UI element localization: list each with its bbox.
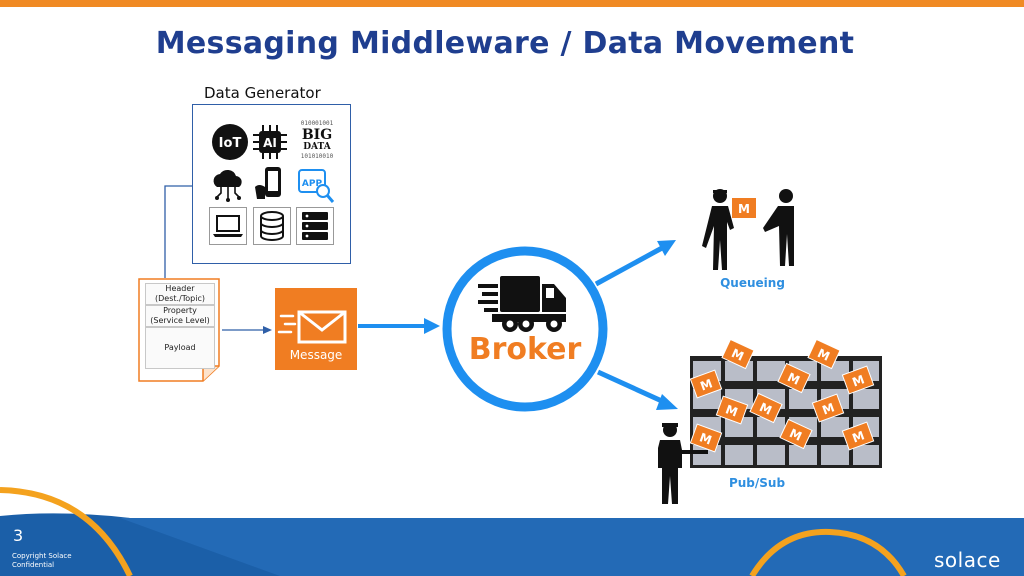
iot-icon: IoT: [212, 124, 248, 160]
pubsub-envelope: [779, 418, 813, 450]
property-field: Property (Service Level): [145, 305, 215, 327]
header-field: Header (Dest./Topic): [145, 283, 215, 305]
footer-wave: [0, 487, 1024, 576]
message-document: Header (Dest./Topic) Property (Service L…: [138, 278, 220, 382]
pubsub-envelope: [841, 421, 875, 451]
broker-to-pubsub-arrowhead: [656, 394, 678, 410]
pubsub-envelope: [841, 365, 875, 395]
top-accent-bar: [0, 0, 1024, 7]
solace-logo: solace: [934, 548, 1001, 572]
queueing-people-icon: M: [702, 189, 794, 270]
broker-to-queueing-arrowhead: [657, 240, 676, 256]
message-label: Message: [289, 348, 343, 362]
queue-envelope-letter: M: [738, 202, 750, 216]
copyright-line-1: Copyright Solace: [12, 552, 72, 560]
pubsub-envelope: [715, 395, 749, 425]
slide-number: 3: [13, 526, 24, 545]
pubsub-envelope: [721, 338, 755, 370]
mobile-hand-icon: [255, 167, 281, 199]
binary-bottom-text: 101010010: [301, 153, 334, 160]
payload-field: Payload: [145, 327, 215, 369]
big-data-icon: 010001001 BIG DATA 101010010: [301, 120, 334, 160]
copyright-line-2: Confidential: [12, 561, 55, 569]
app-search-icon: APP: [298, 169, 335, 203]
pubsub-envelope: [811, 393, 845, 423]
doc-to-message-arrowhead: [263, 326, 272, 334]
copyright-text: Copyright Solace Confidential: [12, 552, 132, 570]
message-tile: Message: [275, 288, 357, 370]
iot-text: IoT: [219, 136, 242, 151]
pubsub-envelope: [807, 338, 841, 370]
pubsub-envelope: [777, 362, 811, 394]
pubsub-envelope: [689, 369, 723, 399]
ai-text: AI: [263, 136, 277, 150]
ai-chip-icon: AI: [253, 125, 287, 159]
delivery-truck-icon: [478, 276, 566, 332]
message-to-broker-arrowhead: [424, 318, 440, 334]
envelope-icon: [277, 310, 347, 344]
queueing-label: Queueing: [720, 276, 785, 290]
big-text: BIG: [302, 127, 332, 143]
pubsub-label: Pub/Sub: [728, 476, 786, 490]
server-icon: [296, 207, 334, 245]
page-title: Messaging Middleware / Data Movement: [155, 26, 855, 61]
broker-label: Broker: [468, 332, 582, 367]
pubsub-envelope: [749, 392, 783, 424]
laptop-icon: [209, 207, 247, 245]
generator-to-doc-connector: [164, 185, 192, 278]
cloud-network-icon: [213, 169, 242, 202]
binary-top-text: 010001001: [301, 120, 334, 127]
data-generator-box: IoT AI 010001001 BIG DATA 101010010 APP: [192, 104, 351, 264]
data-generator-label: Data Generator: [204, 84, 321, 102]
delivery-person-icon: [658, 423, 708, 504]
data-text: DATA: [303, 142, 332, 152]
database-icon: [253, 207, 291, 245]
app-text: APP: [302, 179, 323, 189]
